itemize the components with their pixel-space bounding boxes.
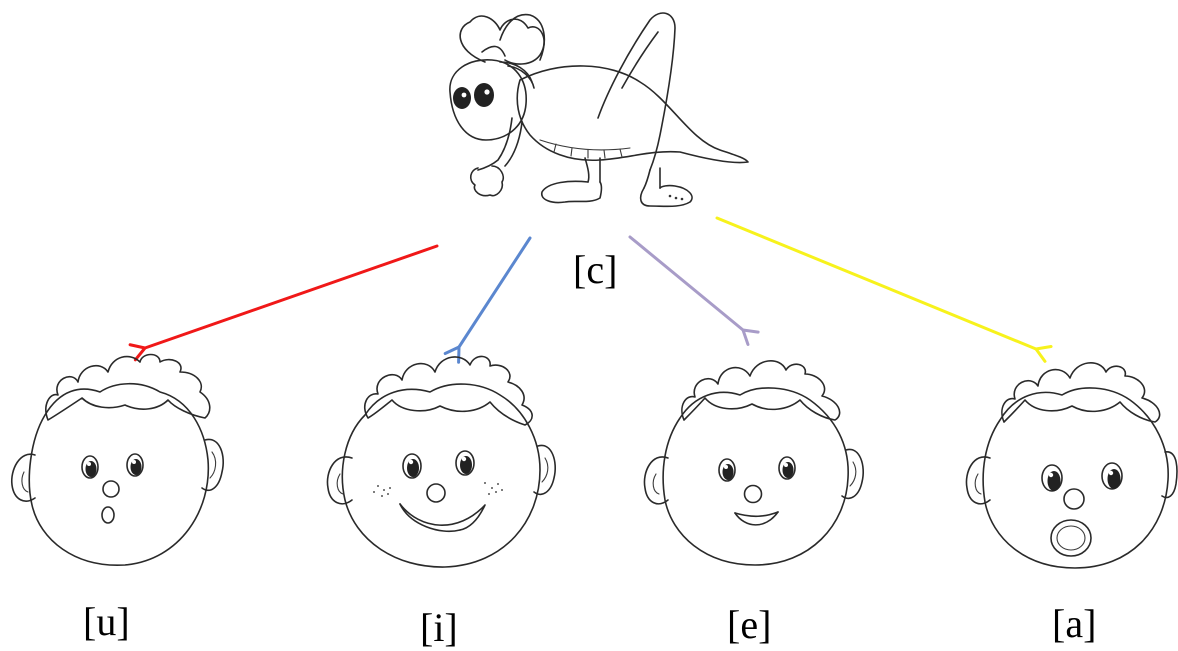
arrow-to-e	[628, 235, 760, 346]
phoneme-label-i: [i]	[420, 605, 458, 650]
phoneme-label-e: [e]	[727, 602, 772, 647]
arrow-to-i	[443, 236, 532, 364]
face-i-illustration	[326, 355, 556, 568]
phoneme-label-a: [a]	[1052, 601, 1097, 646]
phoneme-label-u: [u]	[83, 599, 130, 644]
face-a-illustration	[965, 362, 1178, 569]
grasshopper-illustration	[449, 12, 749, 208]
arrow-to-u	[128, 244, 439, 362]
face-e-illustration	[643, 360, 864, 566]
phoneme-label-center: [c]	[573, 247, 618, 292]
arrows	[128, 216, 1053, 364]
face-u-illustration	[10, 353, 224, 566]
arrow-to-a	[715, 216, 1053, 363]
